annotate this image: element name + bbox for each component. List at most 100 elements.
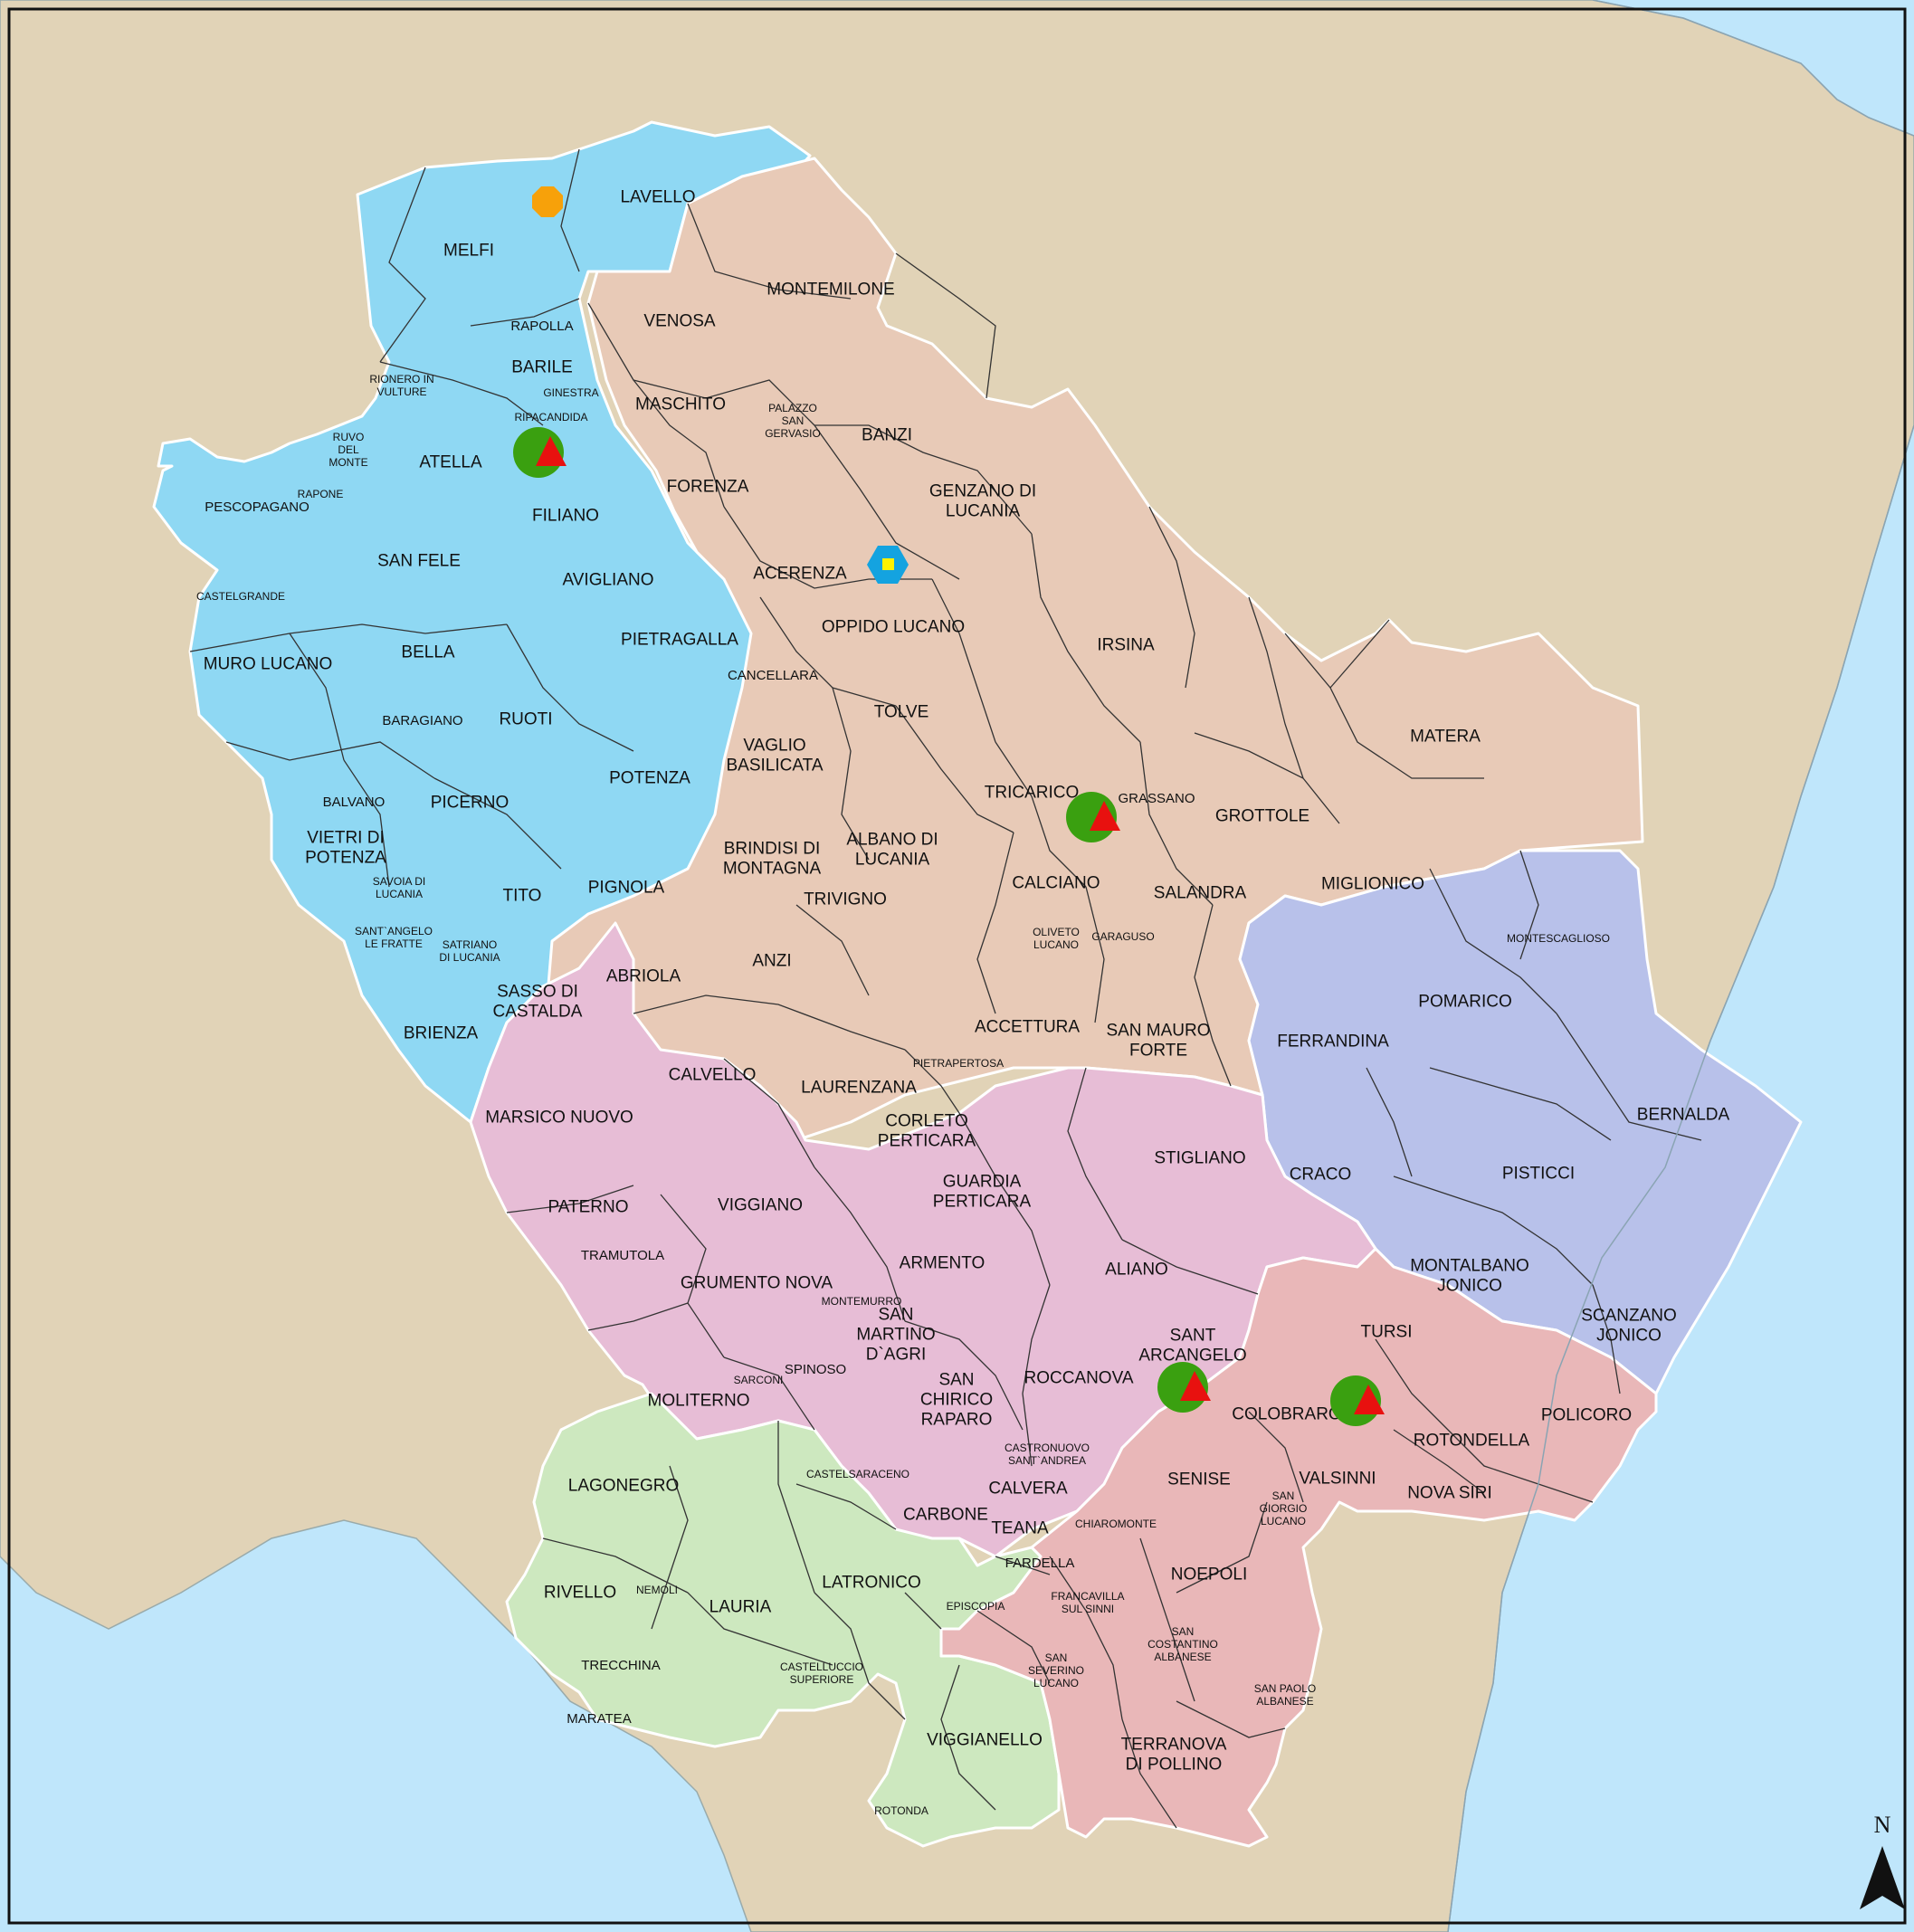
municipality-label-line: CASTELLUCCIO: [780, 1661, 863, 1673]
site-marker-tricarico[interactable]: [1066, 792, 1120, 842]
coastline: [1592, 0, 1914, 137]
municipality-label-line: SARCONI: [734, 1374, 784, 1386]
municipality-label-line: ROTONDELLA: [1414, 1432, 1530, 1451]
municipality-label-line: SAN FELE: [377, 552, 461, 571]
municipality-label-line: GARAGUSO: [1091, 930, 1154, 943]
municipality-label-line: STIGLIANO: [1154, 1149, 1245, 1168]
municipality-label-line: BASILICATA: [727, 757, 824, 776]
municipality-label-line: DI POLLINO: [1126, 1756, 1223, 1775]
municipality-label-castelsaraceno: CASTELSARACENO: [806, 1468, 909, 1480]
municipality-label-line: SEVERINO: [1028, 1664, 1084, 1677]
municipality-label-line: POMARICO: [1418, 993, 1511, 1012]
municipality-label-line: PERTICARA: [878, 1132, 976, 1151]
municipality-label-line: COSTANTINO: [1147, 1638, 1218, 1651]
municipality-label-matera: MATERA: [1410, 728, 1481, 747]
municipality-label-line: LAURIA: [709, 1598, 772, 1617]
municipality-label-cancellara: CANCELLARA: [728, 668, 818, 683]
municipality-label-garaguso: GARAGUSO: [1091, 930, 1154, 943]
municipality-label-spinoso: SPINOSO: [785, 1362, 846, 1377]
map-frame: [7, 7, 1907, 1925]
municipality-label-line: NOEPOLI: [1171, 1566, 1247, 1585]
municipality-label-policoro: POLICORO: [1541, 1406, 1632, 1425]
municipality-label-line: DEL: [338, 443, 359, 456]
municipality-label-line: PATERNO: [548, 1198, 628, 1217]
site-marker-atella[interactable]: [513, 427, 567, 478]
municipality-label-accettura: ACCETTURA: [975, 1018, 1080, 1037]
municipality-label-line: VALSINNI: [1299, 1470, 1376, 1489]
municipality-label-line: CHIRICO: [920, 1391, 993, 1410]
municipality-label-line: MONTESCAGLIOSO: [1507, 932, 1610, 945]
municipality-label-line: FARDELLA: [1005, 1556, 1075, 1571]
municipality-label-pescopagano: PESCOPAGANO: [205, 500, 309, 515]
municipality-label-line: NEMOLI: [636, 1584, 678, 1596]
municipality-label-line: LUCANIA: [855, 851, 930, 870]
municipality-label-potenza: POTENZA: [609, 769, 690, 788]
municipality-label-line: CALVERA: [988, 1480, 1068, 1499]
north-label: N: [1874, 1812, 1891, 1838]
municipality-label-line: VULTURE: [376, 385, 426, 398]
municipality-label-line: RAPARO: [921, 1411, 993, 1430]
municipality-label-line: TERRANOVA: [1121, 1736, 1227, 1755]
municipality-label-rapolla: RAPOLLA: [510, 319, 573, 334]
municipality-label-line: CHIAROMONTE: [1075, 1518, 1157, 1530]
site-marker-santarcangelo[interactable]: [1157, 1362, 1211, 1413]
municipality-label-line: ALBANO DI: [846, 831, 938, 850]
municipality-label-line: PALAZZO: [768, 402, 817, 414]
site-triangle-icon: [536, 436, 567, 466]
municipality-label-line: PICERNO: [431, 794, 509, 813]
municipality-label-paterno: PATERNO: [548, 1198, 628, 1217]
municipality-label-line: PERTICARA: [933, 1193, 1032, 1212]
municipality-label-line: CASTALDA: [493, 1003, 583, 1022]
municipality-label-viggiano: VIGGIANO: [718, 1196, 803, 1215]
orange-marker-melfi[interactable]: [532, 186, 563, 217]
municipality-label-line: GENZANO DI: [929, 482, 1036, 501]
municipality-label-line: EPISCOPIA: [947, 1600, 1005, 1613]
municipality-label-craco: CRACO: [1290, 1166, 1352, 1185]
municipality-label-line: SANT`ANDREA: [1008, 1454, 1086, 1467]
municipality-label-lavello: LAVELLO: [620, 188, 695, 207]
municipality-label-line: VIGGIANELLO: [927, 1731, 1043, 1750]
municipality-label-latronico: LATRONICO: [822, 1574, 920, 1593]
municipality-label-line: SUL SINNI: [1062, 1603, 1114, 1615]
municipality-label-line: LUCANO: [1261, 1515, 1306, 1528]
municipality-label-line: GRUMENTO NOVA: [681, 1274, 833, 1293]
municipality-label-line: SPINOSO: [785, 1362, 846, 1377]
site-marker-colobraro[interactable]: [1330, 1375, 1385, 1426]
municipality-label-lauria: LAURIA: [709, 1598, 772, 1617]
hex-marker-acerenza[interactable]: [867, 546, 909, 584]
municipality-label-line: GIORGIO: [1260, 1502, 1308, 1515]
municipality-label-line: BARILE: [511, 358, 573, 377]
municipality-label-filiano: FILIANO: [532, 507, 599, 526]
municipality-label-line: NOVA SIRI: [1407, 1484, 1492, 1503]
municipality-label-line: FILIANO: [532, 507, 599, 526]
municipality-label-bella: BELLA: [401, 643, 454, 662]
municipality-label-line: RIPACANDIDA: [514, 411, 587, 424]
municipality-label-grottole: GROTTOLE: [1215, 807, 1309, 826]
municipality-label-line: JONICO: [1596, 1327, 1662, 1346]
municipality-label-laurenzana: LAURENZANA: [801, 1079, 917, 1098]
municipality-label-viggianello: VIGGIANELLO: [927, 1731, 1043, 1750]
municipality-label-line: ALBANESE: [1154, 1651, 1211, 1663]
municipality-label-line: VIETRI DI: [307, 829, 385, 848]
municipality-label-tursi: TURSI: [1361, 1323, 1413, 1342]
municipality-label-line: LAGONEGRO: [568, 1477, 679, 1496]
municipality-label-line: OPPIDO LUCANO: [822, 618, 965, 637]
municipality-label-line: CALVELLO: [669, 1066, 757, 1085]
municipality-label-line: CRACO: [1290, 1166, 1352, 1185]
municipality-label-line: CARBONE: [903, 1506, 988, 1525]
